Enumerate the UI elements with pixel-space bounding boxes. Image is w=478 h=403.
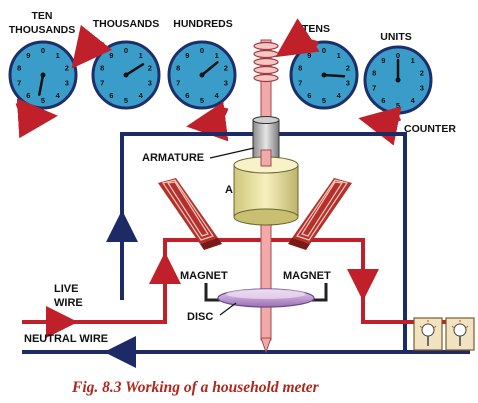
dial-pointer (38, 73, 45, 96)
label-units: UNITS (380, 31, 412, 43)
dial-pointer (322, 73, 346, 78)
dial-hub (40, 72, 46, 78)
rotation-arrow-units (358, 106, 402, 146)
dial-number: 5 (200, 96, 204, 105)
dial-number: 1 (215, 51, 219, 60)
lamp-1 (413, 317, 443, 351)
dial-number: 5 (124, 96, 128, 105)
dial-number: 2 (65, 63, 69, 72)
dial-number: 7 (298, 79, 302, 88)
dial-hub (321, 72, 327, 78)
dial-number: 1 (411, 56, 415, 65)
live-circuit (22, 238, 470, 324)
dial-number: 1 (337, 51, 341, 60)
dial-number: 5 (396, 101, 400, 110)
dial-number: 8 (100, 63, 104, 72)
rotation-arrow-thousands (71, 24, 113, 69)
dial-tens: 0 12 34 5 67 89 (289, 40, 359, 110)
dial-number: 9 (109, 51, 113, 60)
dial-number: 1 (56, 51, 60, 60)
label-a: A (225, 184, 233, 196)
dial-number: 6 (307, 91, 311, 100)
dial-number: 7 (176, 79, 180, 88)
dial-number: 0 (41, 46, 45, 55)
dial-number: 4 (56, 91, 61, 100)
dial-number: 3 (65, 79, 69, 88)
dial-ten-thousands: 0 12 34 5 67 89 (8, 40, 78, 110)
dial-number: 5 (41, 96, 45, 105)
dial-units: 0 12 34 5 67 89 (363, 45, 433, 115)
dial-hub (395, 77, 401, 83)
label-neutral-wire: NEUTRAL WIRE (24, 333, 108, 345)
label-magnet-right: MAGNET (283, 270, 331, 282)
label-live-line1: LIVE (54, 283, 78, 295)
dial-number: 6 (109, 91, 113, 100)
dial-number: 9 (307, 51, 311, 60)
rotation-arrow-hundreds (186, 101, 229, 142)
disc (217, 288, 315, 308)
dial-hub (199, 72, 205, 78)
dial-number: 9 (26, 51, 30, 60)
dial-number: 7 (372, 84, 376, 93)
dial-number: 0 (396, 51, 400, 60)
dial-number: 4 (139, 91, 144, 100)
left-coil (158, 178, 222, 250)
label-ten-thousands-line1: TEN (32, 10, 53, 22)
dial-number: 3 (346, 79, 350, 88)
dial-number: 3 (224, 79, 228, 88)
lamp-2 (445, 317, 475, 351)
label-tens: TENS (302, 23, 330, 35)
dial-number: 1 (139, 51, 143, 60)
dial-hundreds: 0 12 34 5 67 89 (167, 40, 237, 110)
rotation-arrows (15, 18, 402, 146)
dial-number: 9 (381, 56, 385, 65)
worm-gear (253, 41, 279, 83)
dial-number: 7 (100, 79, 104, 88)
label-ten-thousands-line2: THOUSANDS (9, 24, 76, 36)
armature-pointer (209, 147, 255, 159)
dial-number: 7 (17, 79, 21, 88)
label-live-line2: WIRE (54, 297, 83, 309)
dial-number: 4 (411, 96, 416, 105)
dial-number: 3 (420, 84, 424, 93)
dial-number: 4 (337, 91, 342, 100)
label-magnet-left: MAGNET (180, 270, 228, 282)
dial-number: 2 (224, 63, 228, 72)
dial-number: 9 (185, 51, 189, 60)
dial-number: 0 (322, 46, 326, 55)
dial-pointer (200, 61, 219, 77)
live-wire (22, 238, 470, 324)
dial-number: 5 (322, 96, 326, 105)
dial-number: 6 (185, 91, 189, 100)
dial-pointer (124, 63, 145, 77)
dial-number: 8 (298, 63, 302, 72)
label-thousands: THOUSANDS (93, 18, 160, 30)
dial-number: 4 (215, 91, 220, 100)
dial-number: 2 (346, 63, 350, 72)
counter-dials: 0123456789012345678901234567890123456789… (8, 40, 433, 115)
dial-number: 3 (148, 79, 152, 88)
rotation-arrow-ten-thousands (15, 98, 58, 139)
label-counter: COUNTER (404, 123, 456, 135)
label-hundreds: HUNDREDS (173, 18, 233, 30)
dial-number: 6 (26, 91, 30, 100)
dial-thousands: 0 12 34 5 67 89 (91, 40, 161, 110)
dial-hub (123, 72, 129, 78)
dial-number: 8 (176, 63, 180, 72)
dial-number: 6 (381, 96, 385, 105)
right-coil (288, 178, 352, 250)
dial-number: 0 (124, 46, 128, 55)
dial-number: 2 (420, 68, 424, 77)
cylinder-a (233, 149, 299, 226)
disc-pointer (219, 302, 237, 316)
dial-number: 0 (200, 46, 204, 55)
label-disc: DISC (187, 311, 213, 323)
dial-number: 8 (17, 63, 21, 72)
dial-number: 2 (148, 63, 152, 72)
figure-caption: Fig. 8.3 Working of a household meter (71, 379, 320, 396)
rotation-arrow-tens (275, 18, 320, 58)
dial-number: 8 (372, 68, 376, 77)
label-armature: ARMATURE (142, 152, 204, 164)
